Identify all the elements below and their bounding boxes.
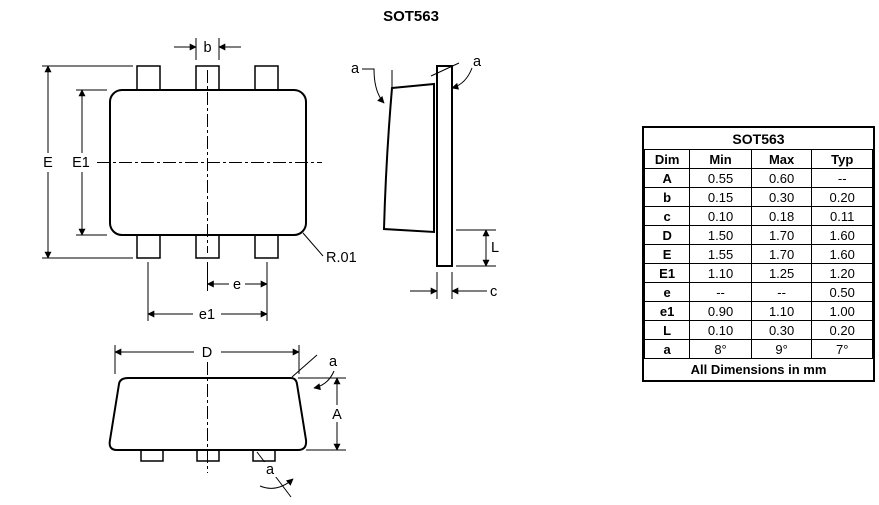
table-cell: 1.20 xyxy=(811,263,873,283)
table-cell: c xyxy=(643,206,691,226)
table-cell: 7° xyxy=(811,339,873,359)
page-title: SOT563 xyxy=(383,8,439,25)
table-cell: 0.11 xyxy=(811,206,873,226)
table-row: e----0.50 xyxy=(643,282,873,302)
table-cell: A xyxy=(643,168,691,188)
table-cell: 0.10 xyxy=(689,206,752,226)
table-cell: L xyxy=(643,320,691,340)
front-view: D A a a xyxy=(108,343,346,498)
column-header-dim: Dim xyxy=(643,149,691,169)
table-cell: 1.60 xyxy=(811,225,873,245)
table-cell: 0.18 xyxy=(750,206,813,226)
table-cell: 1.00 xyxy=(811,301,873,321)
dim-label-E1: E1 xyxy=(72,155,90,171)
dim-label-D: D xyxy=(202,345,212,361)
table-cell: 0.55 xyxy=(689,168,752,188)
angle-label-front-top: a xyxy=(329,354,338,370)
dim-label-e1: e1 xyxy=(199,307,215,323)
table-cell: e1 xyxy=(643,301,691,321)
table-cell: 0.50 xyxy=(811,282,873,302)
table-cell: 1.10 xyxy=(750,301,813,321)
table-cell: -- xyxy=(811,168,873,188)
table-cell: D xyxy=(643,225,691,245)
table-cell: 1.70 xyxy=(750,225,813,245)
table-cell: 9° xyxy=(750,339,813,359)
technical-drawing: E E1 b e e1 R.01 xyxy=(39,38,500,498)
dim-label-radius: R.01 xyxy=(326,250,357,266)
dim-label-L: L xyxy=(491,240,499,256)
table-cell: a xyxy=(643,339,691,359)
table-cell: 0.20 xyxy=(811,320,873,340)
table-cell: e xyxy=(643,282,691,302)
angle-label-side-right: a xyxy=(473,54,482,70)
angle-label-front-bottom: a xyxy=(266,462,275,478)
lead-side-view xyxy=(436,65,453,267)
table-footer: All Dimensions in mm xyxy=(690,362,827,377)
dim-label-E: E xyxy=(43,155,53,171)
column-header-min: Min xyxy=(689,149,752,169)
dim-label-b: b xyxy=(203,40,211,56)
table-cell: 1.50 xyxy=(689,225,752,245)
table-cell: 0.30 xyxy=(750,320,813,340)
table-cell: 0.30 xyxy=(750,187,813,207)
package-body-side-view xyxy=(382,82,435,234)
table-cell: 0.20 xyxy=(811,187,873,207)
table-cell: E xyxy=(643,244,691,264)
top-view: E E1 b e e1 R.01 xyxy=(39,38,357,323)
table-header-row: Dim Min Max Typ xyxy=(643,149,873,169)
dim-label-e: e xyxy=(233,277,241,293)
table-title: SOT563 xyxy=(732,131,785,147)
radius-leader-line xyxy=(302,232,324,257)
table-cell: 1.25 xyxy=(750,263,813,283)
table-cell: 1.55 xyxy=(689,244,752,264)
table-cell: 1.10 xyxy=(689,263,752,283)
side-view: a a L c xyxy=(351,54,499,300)
table-cell: -- xyxy=(689,282,752,302)
column-header-max: Max xyxy=(750,149,813,169)
dim-label-A: A xyxy=(332,407,342,423)
table-cell: E1 xyxy=(643,263,691,283)
table-cell: 1.60 xyxy=(811,244,873,264)
table-cell: b xyxy=(643,187,691,207)
column-header-typ: Typ xyxy=(811,149,873,169)
table-cell: -- xyxy=(750,282,813,302)
table-cell: 0.10 xyxy=(689,320,752,340)
angle-label-side-left: a xyxy=(351,61,360,77)
table-cell: 1.70 xyxy=(750,244,813,264)
table-cell: 0.60 xyxy=(750,168,813,188)
table-cell: 0.90 xyxy=(689,301,752,321)
table-cell: 0.15 xyxy=(689,187,752,207)
table-cell: 8° xyxy=(689,339,752,359)
dim-label-c: c xyxy=(490,284,497,300)
